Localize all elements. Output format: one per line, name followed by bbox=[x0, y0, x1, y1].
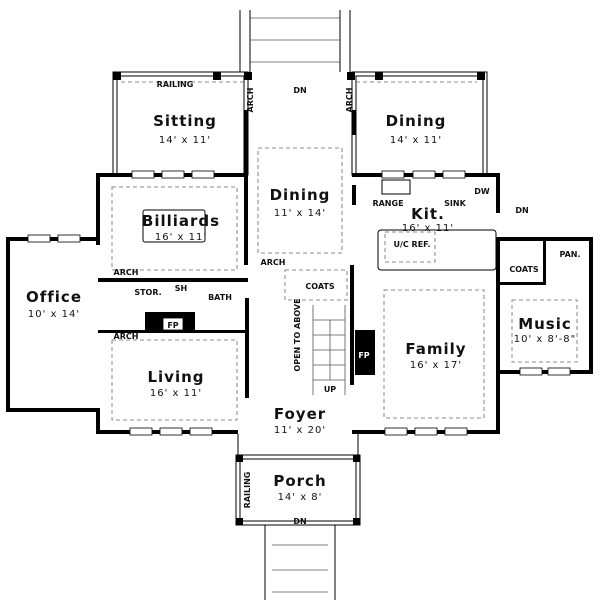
room-name-foyer: Foyer bbox=[274, 405, 326, 423]
room-dims-family: 16' x 17' bbox=[410, 360, 462, 371]
label-dn-top: DN bbox=[293, 86, 306, 95]
room-name-dining-rear: Dining bbox=[386, 112, 447, 130]
label-coats-side: COATS bbox=[509, 265, 538, 274]
rear-stairs bbox=[239, 10, 351, 72]
label-arch-right: ARCH bbox=[345, 88, 354, 113]
room-name-dining: Dining bbox=[270, 186, 331, 204]
living-fireplace bbox=[162, 317, 184, 331]
room-dims-kitchen: 16' x 11' bbox=[402, 223, 454, 234]
ceiling-outlines bbox=[111, 147, 578, 421]
label-arch-living: ARCH bbox=[114, 332, 139, 341]
room-name-sitting: Sitting bbox=[153, 112, 217, 130]
label-coats-center: COATS bbox=[305, 282, 334, 291]
label-railing-porch: RAILING bbox=[243, 472, 252, 509]
room-dims-music: 10' x 8'-8" bbox=[514, 334, 576, 345]
label-arch-center: ARCH bbox=[261, 258, 286, 267]
room-name-music: Music bbox=[518, 315, 572, 333]
room-name-kitchen: Kit. bbox=[411, 205, 445, 223]
label-up: UP bbox=[324, 385, 336, 394]
label-bath: BATH bbox=[208, 293, 232, 302]
room-name-family: Family bbox=[405, 340, 466, 358]
label-sink: SINK bbox=[444, 199, 466, 208]
room-name-porch: Porch bbox=[273, 472, 326, 490]
label-pantry: PAN. bbox=[559, 250, 580, 259]
front-porch bbox=[235, 434, 361, 600]
exterior-walls bbox=[6, 110, 593, 434]
room-dims-office: 10' x 14' bbox=[28, 309, 80, 320]
label-railing-top: RAILING bbox=[157, 80, 194, 89]
label-dn-side: DN bbox=[515, 206, 528, 215]
room-dims-foyer: 11' x 20' bbox=[274, 425, 326, 436]
windows bbox=[27, 170, 571, 436]
room-dims-living: 16' x 11' bbox=[150, 388, 202, 399]
room-dims-sitting: 14' x 11' bbox=[159, 135, 211, 146]
label-fp-living: FP bbox=[167, 321, 178, 330]
center-stairs bbox=[284, 269, 348, 395]
room-name-office: Office bbox=[26, 288, 82, 306]
room-dims-dining: 11' x 14' bbox=[274, 208, 326, 219]
label-fp-family: FP bbox=[358, 351, 369, 360]
label-range: RANGE bbox=[372, 199, 403, 208]
label-open-to-above: OPEN TO ABOVE bbox=[293, 298, 302, 371]
label-arch-left: ARCH bbox=[246, 88, 255, 113]
label-uc-ref: U/C REF. bbox=[393, 240, 430, 249]
label-shower: SH bbox=[175, 284, 187, 293]
label-arch-billiards: ARCH bbox=[114, 268, 139, 277]
room-dims-billiards: 16' x 11' bbox=[155, 232, 207, 243]
room-name-billiards: Billiards bbox=[142, 212, 220, 230]
label-dw: DW bbox=[474, 187, 490, 196]
label-dn-porch: DN bbox=[293, 517, 306, 526]
room-dims-porch: 14' x 8' bbox=[278, 492, 323, 503]
label-storage: STOR. bbox=[134, 288, 161, 297]
room-dims-dining-rear: 14' x 11' bbox=[390, 135, 442, 146]
room-name-living: Living bbox=[147, 368, 204, 386]
family-fireplace bbox=[355, 330, 375, 375]
